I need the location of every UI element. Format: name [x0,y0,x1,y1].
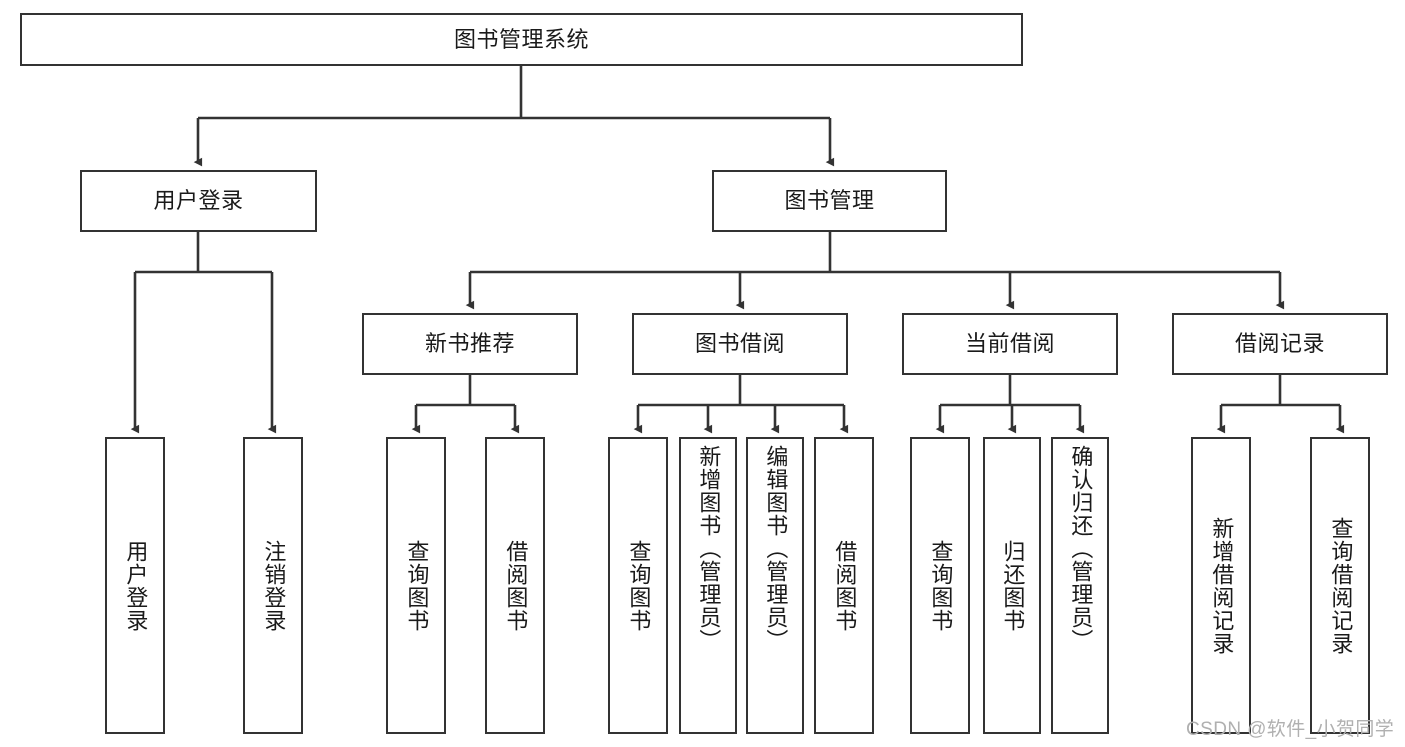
node-user-login-label: 用户登录 [153,188,244,214]
node-book-borrow[interactable]: 图书借阅 [632,313,848,375]
node-leaf-add-record[interactable]: 新增借阅记录 [1191,437,1251,734]
node-leaf-query-record-label: 查询借阅记录 [1328,516,1354,655]
node-leaf-query-book-2[interactable]: 查询图书 [608,437,668,734]
node-root-label: 图书管理系统 [453,26,589,52]
node-new-book-recommend[interactable]: 新书推荐 [362,313,578,375]
node-new-book-recommend-label: 新书推荐 [424,331,515,357]
node-leaf-borrow-book-1-label: 借阅图书 [503,539,529,632]
node-book-borrow-label: 图书借阅 [694,331,785,357]
node-current-borrow[interactable]: 当前借阅 [902,313,1118,375]
node-leaf-borrow-book-2-label: 借阅图书 [832,539,858,632]
node-leaf-query-book-1-label: 查询图书 [404,539,430,632]
node-leaf-return-book[interactable]: 归还图书 [983,437,1041,734]
node-borrow-record[interactable]: 借阅记录 [1172,313,1388,375]
node-leaf-logout-label: 注销登录 [261,539,287,632]
node-leaf-borrow-book-2[interactable]: 借阅图书 [814,437,874,734]
node-leaf-query-book-2-label: 查询图书 [626,539,652,632]
node-leaf-edit-book-label: 编辑图书（管理员） [763,445,789,652]
node-leaf-logout[interactable]: 注销登录 [243,437,303,734]
node-book-manage[interactable]: 图书管理 [712,170,947,232]
node-leaf-return-book-label: 归还图书 [1000,539,1026,632]
node-leaf-add-book[interactable]: 新增图书（管理员） [679,437,737,734]
node-leaf-query-record[interactable]: 查询借阅记录 [1310,437,1370,734]
node-book-manage-label: 图书管理 [784,188,875,214]
node-leaf-query-book-3[interactable]: 查询图书 [910,437,970,734]
node-leaf-edit-book[interactable]: 编辑图书（管理员） [746,437,804,734]
node-leaf-borrow-book-1[interactable]: 借阅图书 [485,437,545,734]
node-leaf-query-book-1[interactable]: 查询图书 [386,437,446,734]
node-leaf-user-login[interactable]: 用户登录 [105,437,165,734]
node-leaf-confirm-return-label: 确认归还（管理员） [1068,445,1094,652]
node-borrow-record-label: 借阅记录 [1234,331,1325,357]
node-current-borrow-label: 当前借阅 [964,331,1055,357]
node-leaf-user-login-label: 用户登录 [123,539,149,632]
node-leaf-add-record-label: 新增借阅记录 [1209,516,1235,655]
node-user-login[interactable]: 用户登录 [80,170,317,232]
node-leaf-confirm-return[interactable]: 确认归还（管理员） [1051,437,1109,734]
node-root[interactable]: 图书管理系统 [20,13,1023,66]
node-leaf-query-book-3-label: 查询图书 [928,539,954,632]
node-leaf-add-book-label: 新增图书（管理员） [696,445,722,652]
